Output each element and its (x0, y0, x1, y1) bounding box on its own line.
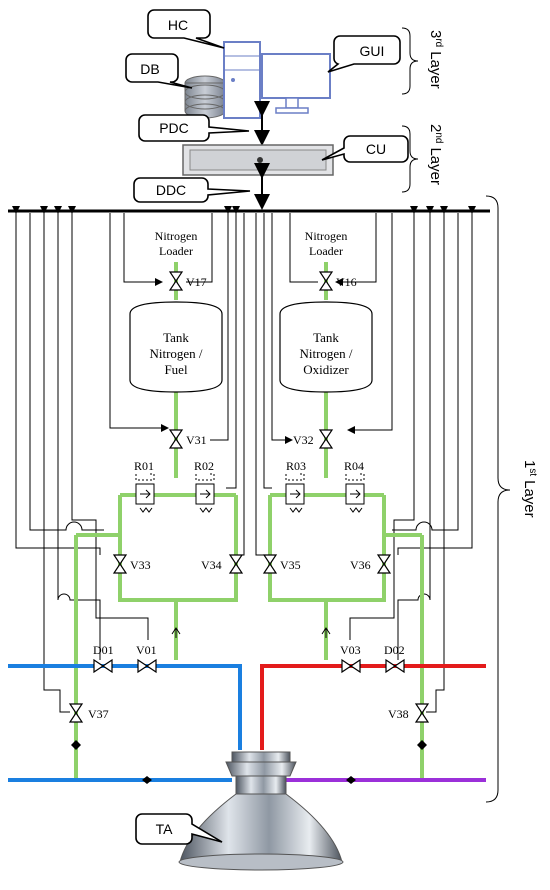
oxidizer-tank-line3: Oxidizer (303, 362, 349, 377)
second-layer-word: Layer (427, 147, 444, 185)
r02-label: R02 (194, 459, 214, 473)
r04-label: R04 (344, 459, 364, 473)
valve-v32: V32 (293, 429, 334, 449)
oxidizer-tank-line1: Tank (313, 330, 339, 345)
valve-v03: V03 (340, 643, 361, 674)
v37-label: V37 (88, 707, 109, 721)
gui-callout: GUI (327, 35, 401, 73)
pdc-label: PDC (159, 120, 189, 136)
d01-label: D01 (93, 643, 114, 657)
regulator-r01: R01 (134, 459, 155, 513)
valve-v36: V36 (350, 554, 392, 574)
r03-label: R03 (286, 459, 306, 473)
gui-label: GUI (360, 43, 385, 59)
valve-v35: V35 (262, 554, 301, 574)
r01-label: R01 (134, 459, 154, 473)
svg-text:2ndLayer: 2ndLayer (427, 124, 445, 185)
fuel-tank-line2: Nitrogen / (149, 346, 202, 361)
second-layer-sup: nd (434, 132, 445, 143)
svg-text:1stLayer: 1stLayer (521, 460, 539, 518)
ddc-label: DDC (156, 182, 186, 198)
oxidizer-tank: Tank Nitrogen / Oxidizer (279, 301, 373, 393)
valve-v31: V31 (168, 429, 207, 449)
second-layer-num: 2 (427, 124, 444, 132)
ddc-callout: DDC (133, 177, 251, 203)
second-layer-brace: 2ndLayer (401, 124, 445, 193)
ta-label: TA (156, 821, 174, 837)
first-layer-brace: 1stLayer (485, 195, 539, 803)
v38-label: V38 (388, 707, 409, 721)
regulator-r03: R03 (285, 459, 306, 513)
regulator-r04: R04 (344, 459, 365, 513)
valve-v37: V37 (68, 703, 109, 723)
db-label: DB (140, 61, 159, 77)
v17-label: V17 (186, 275, 207, 289)
valve-v34: V34 (201, 554, 244, 574)
right-loader-line2: Loader (309, 244, 343, 258)
v31-label: V31 (186, 433, 207, 447)
pdc-callout: PDC (138, 114, 250, 142)
oxidizer-lines (260, 664, 486, 750)
third-layer-word: Layer (427, 51, 444, 89)
oxidizer-tank-line2: Nitrogen / (299, 346, 352, 361)
db-callout: DB (125, 53, 193, 89)
valve-v33: V33 (112, 554, 151, 574)
fuel-tank-line1: Tank (163, 330, 189, 345)
hc-callout: HC (147, 9, 225, 49)
cu-callout: CU (321, 135, 409, 163)
third-layer-sup: rd (434, 38, 445, 47)
fuel-tank-line3: Fuel (164, 362, 188, 377)
valve-v38: V38 (388, 703, 430, 723)
svg-text:3rdLayer: 3rdLayer (427, 30, 445, 89)
d02-label: D02 (384, 643, 405, 657)
gui-monitor-icon (261, 53, 331, 114)
v33-label: V33 (130, 558, 151, 572)
third-layer-num: 3 (427, 30, 444, 38)
valve-v16: V16 (318, 271, 357, 291)
right-loader-line1: Nitrogen (305, 229, 348, 243)
v34-label: V34 (201, 558, 222, 572)
v01-label: V01 (136, 643, 157, 657)
first-layer-sup: st (528, 468, 539, 476)
v16-label: V16 (336, 275, 357, 289)
valve-v17: V17 (168, 271, 207, 291)
v03-label: V03 (340, 643, 361, 657)
cu-label: CU (366, 141, 386, 157)
ta-callout: TA (135, 813, 223, 845)
hc-tower-icon (223, 41, 261, 119)
v35-label: V35 (280, 558, 301, 572)
db-icon (184, 75, 226, 119)
v36-label: V36 (350, 558, 371, 572)
regulator-r02: R02 (194, 459, 215, 513)
control-wires (12, 206, 476, 713)
fuel-lines (8, 664, 242, 782)
third-layer-brace: 3rdLayer (401, 27, 445, 95)
valve-d02: D02 (384, 643, 405, 674)
check-valves (71, 627, 427, 784)
valve-v01: V01 (136, 643, 157, 674)
valve-d01: D01 (93, 643, 114, 674)
left-loader-line1: Nitrogen (155, 229, 198, 243)
left-loader-line2: Loader (159, 244, 193, 258)
thrust-chamber-icon (178, 751, 344, 871)
first-layer-num: 1 (521, 460, 538, 468)
hc-label: HC (168, 17, 188, 33)
v32-label: V32 (293, 433, 314, 447)
cu-device-icon (182, 144, 334, 176)
fuel-tank: Tank Nitrogen / Fuel (129, 301, 223, 393)
first-layer-word: Layer (521, 480, 538, 518)
